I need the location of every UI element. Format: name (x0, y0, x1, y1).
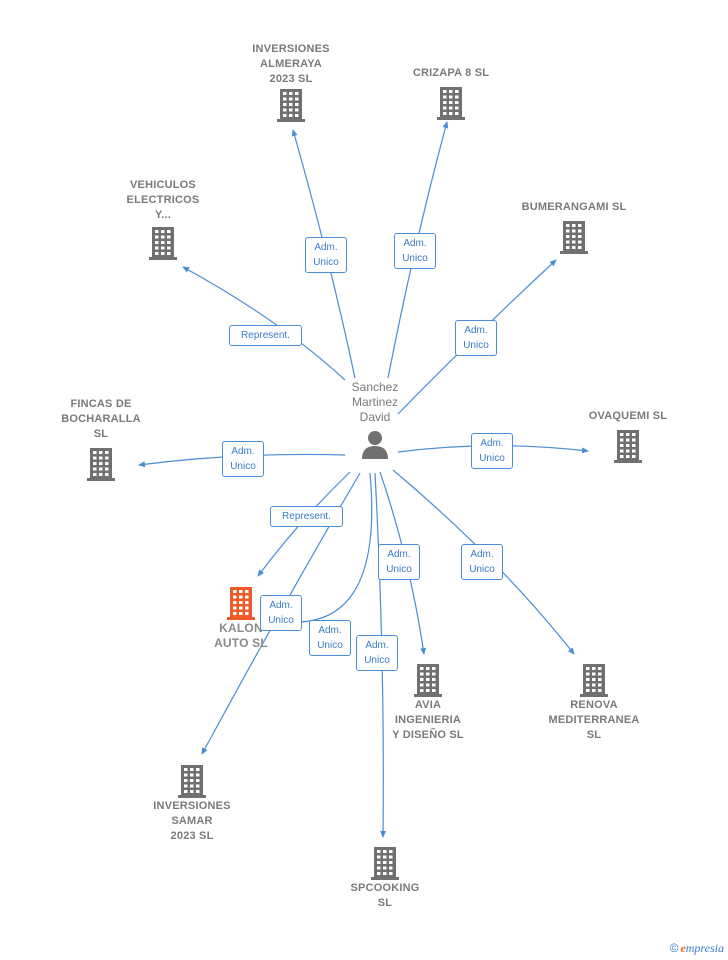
role-label-bumerangami[interactable]: Adm. Unico (455, 320, 497, 356)
brand-initial: e (680, 941, 686, 955)
role-label-renova[interactable]: Adm. Unico (461, 544, 503, 580)
company-node-renova[interactable]: RENOVA MEDITERRANEA SL (534, 662, 654, 743)
company-label: RENOVA MEDITERRANEA SL (548, 699, 640, 741)
building-icon (277, 89, 305, 122)
company-label: INVERSIONES SAMAR 2023 SL (153, 800, 231, 842)
person-name: Sanchez Martinez David (351, 380, 399, 424)
company-node-inversiones-almeraya[interactable]: INVERSIONES ALMERAYA 2023 SL (236, 42, 346, 123)
building-icon (227, 587, 255, 620)
role-label-fincas[interactable]: Adm. Unico (222, 441, 264, 477)
role-label-crizapa[interactable]: Adm. Unico (394, 233, 436, 269)
role-label-kalon-represent[interactable]: Represent. (270, 506, 343, 527)
building-icon (580, 664, 608, 697)
role-label-inversiones-almeraya[interactable]: Adm. Unico (305, 237, 347, 273)
role-label-inversiones-samar[interactable]: Adm. Unico (260, 595, 302, 631)
company-label: OVAQUEMI SL (588, 410, 668, 422)
building-icon (414, 664, 442, 697)
company-label: FINCAS DE BOCHARALLA SL (61, 398, 141, 440)
building-icon (149, 227, 177, 260)
building-icon (437, 87, 465, 120)
building-icon (371, 847, 399, 880)
company-node-spcooking[interactable]: SPCOOKING SL (330, 845, 440, 911)
company-label: KALON AUTO SL (214, 621, 268, 650)
edge-vehiculos (182, 266, 346, 381)
person-node[interactable]: Sanchez Martinez David (330, 380, 420, 461)
role-label-avia[interactable]: Adm. Unico (378, 544, 420, 580)
company-node-bumerangami[interactable]: BUMERANGAMI SL (514, 200, 634, 255)
company-label: AVIA INGENIERIA Y DISEÑO SL (392, 699, 464, 741)
company-node-inversiones-samar[interactable]: INVERSIONES SAMAR 2023 SL (137, 763, 247, 844)
company-label: SPCOOKING SL (350, 882, 420, 909)
copyright-symbol: © (669, 941, 679, 955)
role-label-spcooking[interactable]: Adm. Unico (356, 635, 398, 671)
company-label: BUMERANGAMI SL (521, 201, 627, 213)
company-node-crizapa[interactable]: CRIZAPA 8 SL (396, 66, 506, 121)
building-icon (614, 430, 642, 463)
company-label: INVERSIONES ALMERAYA 2023 SL (252, 43, 330, 85)
company-node-kalon[interactable]: KALON AUTO SL (196, 585, 286, 651)
company-node-ovaquemi[interactable]: OVAQUEMI SL (572, 409, 684, 464)
building-icon (560, 221, 588, 254)
role-label-vehiculos[interactable]: Represent. (229, 325, 302, 346)
building-icon (178, 765, 206, 798)
role-label-ovaquemi[interactable]: Adm. Unico (471, 433, 513, 469)
company-node-avia[interactable]: AVIA INGENIERIA Y DISEÑO SL (372, 662, 484, 743)
person-icon (362, 431, 388, 459)
company-label: CRIZAPA 8 SL (412, 67, 490, 79)
company-label: VEHICULOS ELECTRICOS Y... (126, 179, 200, 221)
company-node-fincas[interactable]: FINCAS DE BOCHARALLA SL (46, 397, 156, 482)
company-node-vehiculos[interactable]: VEHICULOS ELECTRICOS Y... (108, 178, 218, 261)
building-icon (87, 448, 115, 481)
brand-name: mpresia (685, 941, 724, 955)
brand-logo: ©empresia (670, 941, 724, 956)
role-label-kalon-adm[interactable]: Adm. Unico (309, 620, 351, 656)
